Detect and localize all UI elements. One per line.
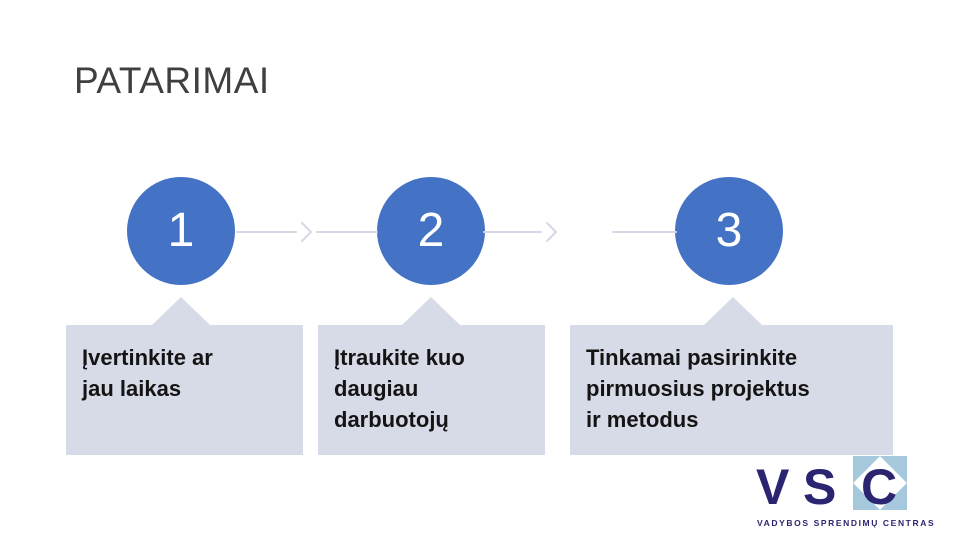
callout-pointer-icon bbox=[152, 297, 210, 325]
step-3-number: 3 bbox=[715, 204, 743, 257]
step-3-circle: 3 bbox=[675, 177, 783, 285]
step-1-number: 1 bbox=[167, 204, 195, 257]
callout-pointer-icon bbox=[402, 297, 460, 325]
slide-title: PATARIMAI bbox=[74, 60, 270, 101]
step-2-callout: Įtraukite kuo daugiau darbuotojų bbox=[318, 325, 545, 455]
logo-letter-v: V bbox=[756, 459, 790, 515]
step-1-circle: 1 bbox=[127, 177, 235, 285]
step-1-callout: Įvertinkite ar jau laikas bbox=[66, 325, 303, 455]
vsc-logo: V S C VADYBOS SPRENDIMŲ CENTRAS bbox=[750, 450, 950, 535]
step-3-callout: Tinkamai pasirinkite pirmuosius projektu… bbox=[570, 325, 893, 455]
step-2-number: 2 bbox=[417, 204, 445, 257]
arrow-connector-icon bbox=[236, 222, 378, 242]
logo-tagline: VADYBOS SPRENDIMŲ CENTRAS bbox=[757, 518, 936, 528]
callout-pointer-icon bbox=[704, 297, 762, 325]
arrow-connector-icon bbox=[483, 222, 677, 242]
logo-square-icon bbox=[853, 456, 907, 510]
logo-letter-c: C bbox=[861, 459, 898, 515]
step-2-label: Įtraukite kuo daugiau darbuotojų bbox=[334, 345, 465, 432]
step-1-label: Įvertinkite ar jau laikas bbox=[82, 345, 213, 401]
logo-letter-s: S bbox=[803, 459, 837, 515]
step-3-label: Tinkamai pasirinkite pirmuosius projektu… bbox=[586, 345, 810, 432]
step-2-circle: 2 bbox=[377, 177, 485, 285]
